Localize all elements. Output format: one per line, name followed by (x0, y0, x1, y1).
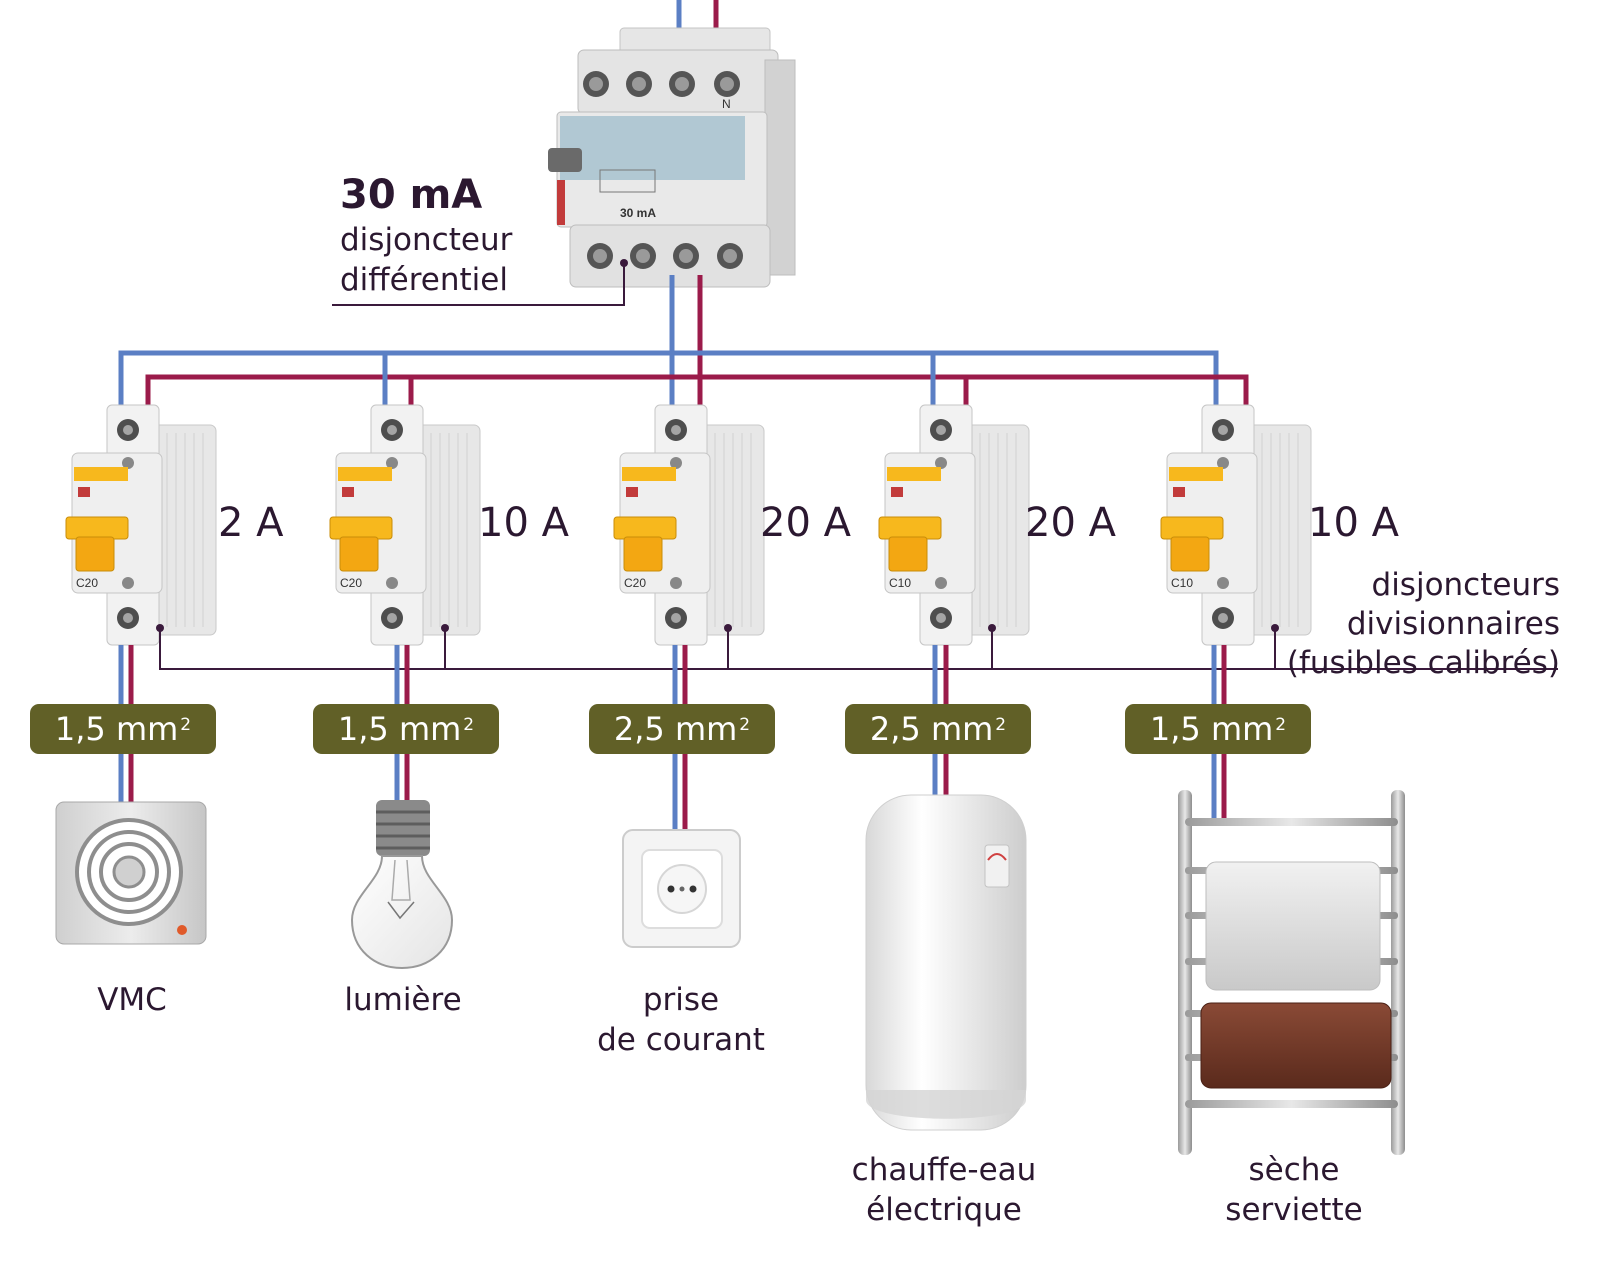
divisional-label-line3: (fusibles calibrés) (1286, 645, 1560, 681)
breaker-toggle-icon (75, 536, 115, 572)
device-3-label-line1: prise (642, 982, 720, 1018)
main-breaker-label-line2: différentiel (340, 262, 508, 298)
device-1-label-line1: VMC (97, 982, 167, 1018)
circuit-4-section-exp: 2 (995, 715, 1007, 735)
divisional-label-line2: divisionnaires (1346, 606, 1560, 642)
breaker-body-rating: 30 mA (620, 206, 656, 220)
divisional-breakers-label: disjoncteurs divisionnaires (fusibles ca… (1287, 566, 1560, 683)
device-2-label-line1: lumière (344, 982, 462, 1018)
neutral-terminal-mark: N (722, 97, 731, 111)
breaker-code-1: C20 (76, 576, 98, 590)
main-breaker-label: 30 mA disjoncteur différentiel (340, 170, 580, 300)
divisional-callout (156, 624, 1558, 670)
circuit-5-section-exp: 2 (1275, 715, 1287, 735)
ventilation-fan-icon (55, 801, 207, 945)
circuit-3-section-exp: 2 (739, 715, 751, 735)
circuit-2-section-exp: 2 (463, 715, 475, 735)
divisional-breaker-1: C20 (65, 404, 217, 646)
device-4-label-line1: chauffe-eau (851, 1152, 1037, 1188)
divisional-breaker-2: C20 (329, 404, 481, 646)
device-5-label-line2: serviette (1225, 1192, 1363, 1228)
circuit-5-rating: 10 A (1308, 500, 1399, 546)
circuit-2-rating: 10 A (478, 500, 569, 546)
circuit-4-section: 2,5 mm (869, 710, 994, 748)
divisional-label-line1: disjoncteurs (1371, 567, 1560, 603)
device-3-label-line2: de courant (597, 1022, 765, 1058)
breaker-toggle-icon (888, 536, 928, 572)
test-lever-icon (548, 148, 582, 172)
circuit-4-rating: 20 A (1025, 500, 1116, 546)
device-4-label: chauffe-eau électrique (814, 1150, 1074, 1230)
device-2-label: lumière (273, 980, 533, 1020)
breaker-code-3: C20 (624, 576, 646, 590)
circuit-5-section: 1,5 mm (1149, 710, 1274, 748)
circuit-1-rating: 2 A (218, 500, 284, 546)
water-heater-icon (865, 794, 1027, 1131)
circuit-1-section: 1,5 mm (54, 710, 179, 748)
distribution-bus (118, 275, 1249, 410)
device-4-label-line2: électrique (866, 1192, 1022, 1228)
breaker-toggle-icon (623, 536, 663, 572)
main-breaker-callout (332, 259, 628, 306)
light-bulb-icon (350, 800, 454, 970)
breaker-toggle-icon (1170, 536, 1210, 572)
power-socket-icon (622, 829, 741, 948)
circuit-1-section-exp: 2 (180, 715, 192, 735)
circuit-3-section: 2,5 mm (613, 710, 738, 748)
breaker-code-4: C10 (889, 576, 911, 590)
breaker-code-5: C10 (1171, 576, 1193, 590)
circuit-2-section: 1,5 mm (337, 710, 462, 748)
main-breaker-label-line1: disjoncteur (340, 222, 513, 258)
divisional-breaker-3: C20 (613, 404, 765, 646)
device-1-label: VMC (2, 980, 262, 1020)
main-breaker-rating: 30 mA (340, 172, 483, 218)
divisional-breaker-5: C10 (1160, 404, 1312, 646)
breaker-toggle-icon (339, 536, 379, 572)
device-5-label: sèche serviette (1164, 1150, 1424, 1230)
device-3-label: prise de courant (551, 980, 811, 1060)
circuit-3-rating: 20 A (760, 500, 851, 546)
differential-breaker: N 30 mA (548, 27, 796, 288)
device-5-label-line1: sèche (1248, 1152, 1340, 1188)
towel-dryer-icon (1178, 790, 1405, 1155)
breaker-code-2: C20 (340, 576, 362, 590)
divisional-breaker-4: C10 (878, 404, 1030, 646)
